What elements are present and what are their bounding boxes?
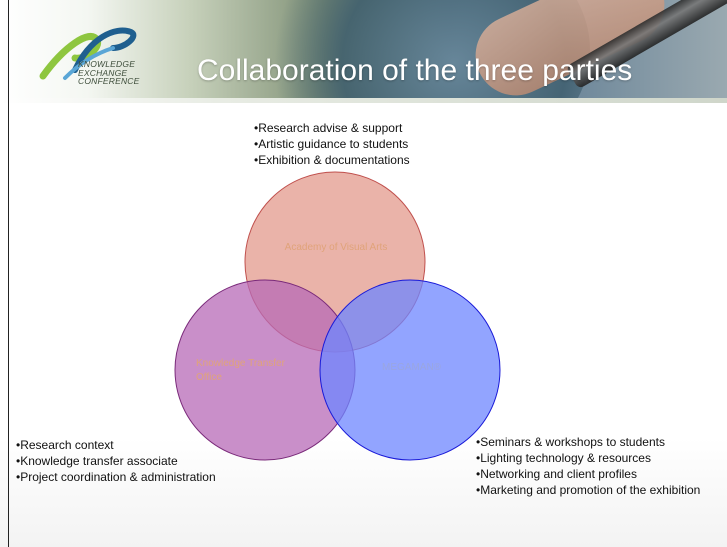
list-item: Seminars & workshops to students (476, 434, 700, 450)
list-item: Knowledge transfer associate (16, 453, 216, 469)
slide-left-border (8, 0, 9, 547)
logo-text: KNOWLEDGE EXCHANGE CONFERENCE (78, 60, 140, 86)
list-item: Exhibition & documentations (254, 152, 409, 168)
list-item: Marketing and promotion of the exhibitio… (476, 482, 700, 498)
logo-blue-swoosh (72, 27, 137, 73)
list-item: Networking and client profiles (476, 466, 700, 482)
label-academy: Academy of Visual Arts (285, 242, 388, 253)
list-item: Artistic guidance to students (254, 136, 410, 152)
kto-bullets: Research context Knowledge transfer asso… (16, 437, 216, 485)
circle-megaman (319, 279, 501, 461)
list-item: Lighting technology & resources (476, 450, 700, 466)
label-kto-line1: Knowledge Transfer (196, 358, 286, 369)
list-item: Project coordination & administration (16, 469, 215, 485)
header-divider (0, 98, 727, 103)
logo-line-1: KNOWLEDGE (78, 59, 136, 69)
label-megaman: MEGAMAN® (382, 362, 442, 373)
label-kto-line2: Office (196, 372, 222, 383)
list-item: Research advise & support (254, 120, 410, 136)
logo-light-swoosh (63, 46, 115, 80)
slide-title: Collaboration of the three parties (197, 54, 633, 87)
megaman-bullets: Seminars & workshops to students Lightin… (476, 434, 700, 498)
logo-line-2: EXCHANGE (78, 67, 128, 78)
conference-logo (39, 27, 137, 80)
header-banner (0, 0, 727, 103)
academy-bullets: Research advise & support Artistic guida… (254, 120, 410, 168)
list-item: Research context (16, 437, 216, 453)
logo-line-3: CONFERENCE (78, 76, 140, 86)
